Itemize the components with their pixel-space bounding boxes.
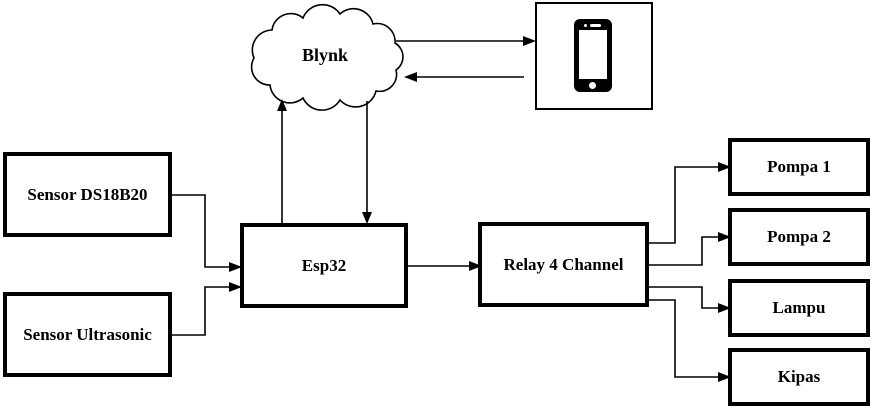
connector-relay-to-kipas — [645, 299, 719, 378]
node-lampu-label: Lampu — [772, 298, 826, 317]
connector-relay-to-pompa2 — [645, 236, 719, 266]
arrowhead-to-phone — [523, 36, 536, 46]
arrowhead-down-to-esp32 — [362, 212, 372, 224]
node-kipas: Kipas — [728, 348, 870, 406]
phone-camera-dot — [584, 24, 587, 27]
node-lampu: Lampu — [728, 279, 870, 337]
arrowhead-relay-kipas — [718, 372, 731, 382]
arrowhead-esp32-relay — [469, 261, 482, 271]
node-smartphone — [535, 2, 653, 110]
node-pompa-2: Pompa 2 — [728, 208, 870, 266]
arrowhead-ds18b20-esp32 — [229, 262, 242, 272]
phone-home-button — [589, 82, 596, 89]
arrowhead-up-to-cloud — [277, 99, 287, 111]
connector-relay-to-pompa1 — [645, 166, 719, 244]
node-pompa-1-label: Pompa 1 — [767, 157, 831, 176]
node-sensor-ultrasonic: Sensor Ultrasonic — [3, 292, 172, 377]
arrowhead-to-cloud — [404, 72, 417, 82]
node-esp32: Esp32 — [240, 223, 408, 308]
node-pompa-2-label: Pompa 2 — [767, 227, 831, 246]
node-blynk-cloud-label: Blynk — [301, 45, 349, 65]
arrowhead-relay-lampu — [718, 303, 731, 313]
arrowhead-ultrasonic-esp32 — [229, 282, 242, 292]
node-relay-4-channel: Relay 4 Channel — [478, 222, 649, 307]
cloud-icon — [250, 3, 404, 111]
node-kipas-label: Kipas — [777, 367, 821, 386]
connector-relay-to-lampu — [645, 286, 719, 309]
phone-speaker-slit — [590, 24, 601, 27]
connector-ds18b20-to-esp32 — [168, 194, 230, 268]
arrowhead-relay-pompa1 — [718, 162, 731, 172]
phone-screen — [579, 30, 607, 79]
node-sensor-ds18b20-label: Sensor DS18B20 — [27, 184, 148, 204]
node-sensor-ultrasonic-label: Sensor Ultrasonic — [23, 324, 152, 344]
node-relay-4-channel-label: Relay 4 Channel — [503, 254, 624, 274]
node-esp32-label: Esp32 — [301, 255, 347, 275]
node-sensor-ds18b20: Sensor DS18B20 — [3, 152, 172, 237]
node-pompa-1: Pompa 1 — [728, 138, 870, 196]
connector-ultrasonic-to-esp32 — [168, 286, 230, 336]
smartphone-icon — [574, 19, 612, 92]
arrowhead-relay-pompa2 — [718, 232, 731, 242]
